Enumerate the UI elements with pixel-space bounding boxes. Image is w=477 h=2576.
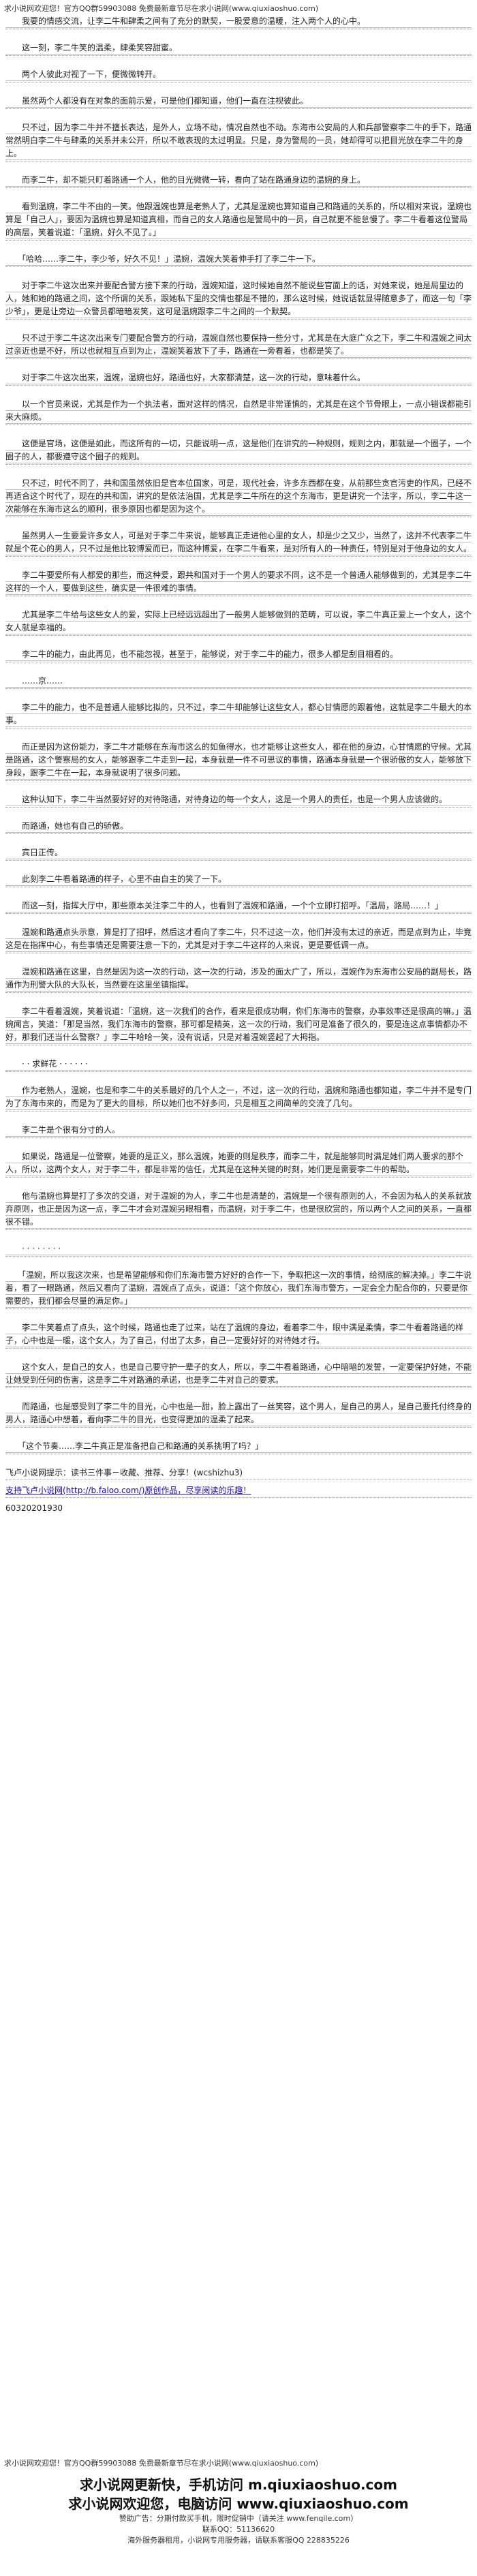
paragraph: 李二牛的能力，由此再见，也不能忽视，甚至于，能够说，对于李二牛的能力，很多人都是… [5, 648, 472, 662]
paragraph: 李二牛要爱所有人都爱的那些，而这种爱，跟共和国对于一个男人的要求不同，这不是一个… [5, 569, 472, 596]
paragraph: 李二牛看着温婉，笑着说道：「温婉，这一次我们的合作，看来是很成功啊，你们东海市的… [5, 1005, 472, 1045]
paragraph: 两个人彼此对视了一下，便微微转开。 [5, 68, 472, 82]
paragraph: 而正是因为这份能力，李二牛才能够在东海市这么的如鱼得水，也才能够让这些女人，都在… [5, 741, 472, 781]
paragraph: ……京…… [5, 675, 472, 689]
paragraph: 这一刻，李二牛笑的温柔，肆柔笑容甜蜜。 [5, 42, 472, 56]
paragraph: 温婉和路通点头示意，算是打了招呼，然后这才看向了李二牛，只不过这一次，他们并没有… [5, 926, 472, 953]
chapter-id: 60320201930 [5, 1503, 63, 1513]
paragraph: 虽然两个人都没有在对象的面前示爱，可是他们都知道，他们一直在注视彼此。 [5, 95, 472, 109]
paragraph: · · · · · · · · [5, 1242, 472, 1257]
bottom-site-banner: 求小说网欢迎您！官方QQ群59903088 免费最新章节尽在求小说网(www.q… [4, 2459, 319, 2468]
contact-qq: 联系QQ：51136620 [202, 2525, 275, 2534]
paragraph: 只不过，因为李二牛并不擅长表达，是外人，立场不动，情况自然也不动。东海市公安局的… [5, 121, 472, 162]
paragraph: 看到温婉，李二牛不由的一笑。他跟温婉也算是老熟人了，尤其是温婉也算知道自己和路通… [5, 200, 472, 241]
desktop-ad-line[interactable]: 求小说网欢迎您，电脑访问 www.qiuxiaoshuo.com [68, 2496, 409, 2512]
paragraph: 李二牛是个很有分寸的人。 [5, 1124, 472, 1138]
reading-tip: 飞卢小说网提示：读书三件事－收藏、推荐、分享！(wcshizhu3) [5, 1467, 472, 1480]
top-site-banner: 求小说网欢迎您！官方QQ群59903088 免费最新章节尽在求小说网(www.q… [4, 4, 319, 13]
paragraph: 只不过于李二牛这次出来专门要配合警方的行动，温婉自然也要保持一些分寸，尤其是在大… [5, 332, 472, 359]
chapter-content: 我要的情感交流，让李二牛和肆柔之间有了充分的默契，一股爱意的温暖，注入两个人的心… [0, 15, 477, 1522]
paragraph: 如果说，路通是一位警察，她要的是正义，那么温婉，她要的则是秩序，而李二牛，就是能… [5, 1150, 472, 1178]
paragraph: · · 求鲜花 · · · · · · [5, 1058, 472, 1072]
paragraph: 「哈哈……李二牛，李少爷，好久不见！」温婉，温婉大笑着伸手打了李二牛一下。 [5, 253, 472, 267]
sponsor-ad[interactable]: 赞助广告：分期付款买手机，限时促销中（请关注 www.fenqile.com） [119, 2514, 358, 2523]
paragraph: 只不过，时代不同了，共和国虽然依旧是官本位国家，可是，现代社会，许多东西都在变，… [5, 477, 472, 517]
paragraph: 「这个节奏……李二牛真正是准备把自己和路通的关系挑明了吗？」 [5, 1440, 472, 1454]
paragraph: 温婉和路通在这里，自然是因为这一次的行动，这一次的行动，涉及的面太广了，所以，温… [5, 966, 472, 993]
paragraph: 对于李二牛这次出来并要配合警方接下来的行动，温婉知道，这时候她自然不能说些官面上… [5, 279, 472, 320]
paragraph: 这种认知下，李二牛当然要好好的对待路通，对待身边的每一个女人，这是一个男人的责任… [5, 793, 472, 808]
paragraph: 此刻李二牛看着路通的样子，心里不由自主的笑了一下。 [5, 873, 472, 887]
faloo-support-link[interactable]: 支持飞卢小说网(http://b.faloo.com/)原创作品，尽享阅读的乐趣… [5, 1486, 251, 1495]
paragraph: 这个女人，是自己的女人，也是自己要守护一辈子的女人，所以，李二牛看着路通，心中暗… [5, 1361, 472, 1388]
bottom-ads: 求小说网欢迎您！官方QQ群59903088 免费最新章节尽在求小说网(www.q… [0, 2457, 477, 2546]
paragraph: 尤其是李二牛给与这些女人的爱，实际上已经远远超出了一般男人能够做到的范畴，可以说… [5, 609, 472, 636]
paragraph: 对于李二牛这次出来，温婉，温婉也好，路通也好，大家都清楚，这一次的行动，意味着什… [5, 371, 472, 386]
paragraph: 作为老熟人，温婉，也是和李二牛的关系最好的几个人之一，不过，这一次的行动，温婉和… [5, 1084, 472, 1111]
paragraph: 而路通，她也有自己的骄傲。 [5, 820, 472, 834]
mobile-ad-line[interactable]: 求小说网更新快，手机访问 m.qiuxiaoshuo.com [80, 2477, 397, 2493]
paragraph: 宾日正传。 [5, 846, 472, 861]
paragraph: 这便是官场，这便是如此，而这所有的一切，只能说明一点，这是他们在讲究的一种规则，… [5, 438, 472, 465]
paragraph: 李二牛笑着点了点头，这个时候，路通也走了过来，站在了温婉的身边，看着李二牛，眼中… [5, 1321, 472, 1349]
paragraph: 虽然男人一生要爱许多女人，可是对于李二牛来说，能够真正走进他心里的女人，却是少之… [5, 530, 472, 557]
server-ad[interactable]: 海外服务器租用，小说网专用服务器，请联系客服QQ 228835226 [127, 2536, 350, 2545]
paragraph: 而这一刻，指挥大厅中，那些原本关注李二牛的人，也看到了温婉和路通，一个个立即打招… [5, 900, 472, 914]
paragraph: 李二牛的能力，也不是普通人能够比拟的，只不过，李二牛却能够让这些女人，都心甘情愿… [5, 701, 472, 729]
paragraph: 以一个官员来说，尤其是作为一个执法者，面对这样的情况，自然是非常谨慎的，尤其是在… [5, 398, 472, 425]
paragraph: 而李二牛，却不能只盯着路通一个人，他的目光微微一转，看向了站在路通身边的温婉的身… [5, 174, 472, 188]
paragraph: 「温婉，所以我这次来，也是希望能够和你们东海市警方好好的合作一下，争取把这一次的… [5, 1269, 472, 1309]
paragraph: 而路通，也是感受到了李二牛的目光，心中也是一甜，脸上露出了一丝笑容，这个男人，是… [5, 1400, 472, 1428]
paragraph: 他与温婉也算是打了多次的交道，对于温婉的为人，李二牛也是清楚的，温婉是一个很有原… [5, 1190, 472, 1230]
paragraph: 我要的情感交流，让李二牛和肆柔之间有了充分的默契，一股爱意的温暖，注入两个人的心… [5, 15, 472, 29]
